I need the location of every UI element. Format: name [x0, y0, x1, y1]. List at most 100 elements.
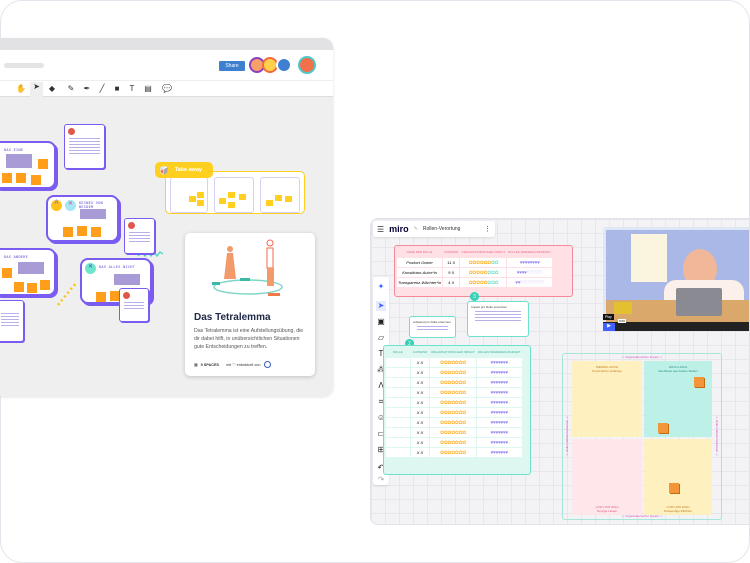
redo-icon[interactable]: ↷ — [377, 475, 385, 484]
sticky-note-icon[interactable]: ▱ — [377, 333, 385, 342]
play-icon[interactable]: ▶ — [603, 323, 615, 331]
sticky-note[interactable] — [2, 173, 12, 183]
table-row: X X✿✿✿✿✿✿✿♥♥♥♥♥♥♥ — [386, 408, 522, 417]
sticky-note[interactable] — [38, 159, 48, 169]
image-placeholder — [114, 274, 140, 285]
comment-note[interactable] — [0, 300, 24, 342]
sticky-note[interactable] — [2, 268, 12, 278]
user-avatar[interactable] — [298, 56, 316, 74]
board-title[interactable]: Rollen-Verortung — [422, 226, 461, 232]
frame-das-eine[interactable]: DAS EINE — [0, 141, 56, 189]
takeaway-header: 🥡 Take away — [155, 162, 213, 178]
sticky-note[interactable] — [14, 282, 24, 292]
eraser-icon[interactable]: ◆ — [48, 84, 56, 93]
frame-icon[interactable]: ⌗ — [378, 397, 384, 406]
sticky-note[interactable] — [27, 283, 37, 293]
instruction-note[interactable]: Aufwand pro Rolle erkennen — [409, 316, 456, 338]
board-header: Share — [0, 50, 333, 80]
undo-icon[interactable]: ↶ — [377, 463, 385, 472]
sticky-note-icon[interactable]: ▤ — [144, 84, 152, 93]
avatar[interactable] — [276, 57, 292, 73]
top-axis-label: <- Organisatorischer Impact -> — [621, 355, 663, 359]
comment-note[interactable] — [124, 218, 155, 254]
heart-rating: ♥♥♥♥♥♥♥ — [476, 368, 522, 377]
impact-flowers: ✿✿✿✿✿✿✿ — [430, 448, 476, 457]
heart-rating: ♥♥♥♥♥♥♥ — [476, 358, 522, 367]
impact-flowers: ✿✿✿✿✿✿✿ — [430, 358, 476, 367]
role-matrix[interactable]: <- Organisatorischer Impact -> <- Organi… — [562, 353, 722, 520]
template-card[interactable]: Das Tetralemma Das Tetralemma ist eine A… — [185, 233, 315, 376]
menu-icon[interactable]: ☰ — [377, 224, 385, 234]
sticky-note[interactable] — [658, 423, 668, 433]
effort-cell: X X — [411, 358, 429, 367]
video-progress-bar[interactable] — [603, 322, 749, 331]
avatar — [123, 292, 130, 299]
impact-flowers: ✿✿✿✿✿✿✿ — [430, 418, 476, 427]
comment-icon[interactable]: 💬 — [162, 84, 172, 93]
comment-note[interactable] — [64, 124, 105, 169]
marker-icon[interactable]: ✒ — [83, 84, 91, 93]
step-badge: 2 — [405, 339, 414, 348]
card-footer: ▦ 9 SPACES mit ♡ entwickelt von — [194, 361, 271, 368]
sticky-note[interactable] — [77, 226, 87, 236]
bottom-axis-label: <- Organisatorischer Impact -> — [621, 514, 663, 518]
sticky-note[interactable] — [40, 280, 50, 290]
frame-das-andere[interactable]: DAS ANDERE — [0, 248, 56, 296]
sticky-note[interactable] — [110, 291, 120, 301]
video-player[interactable]: ▶ Play 0:00 — [603, 227, 749, 331]
left-axis-label: <- Rollen-Wiederholbarkeit -> — [565, 416, 569, 456]
frame-keines-von-beidem[interactable]: A ✕ KEINES VON BEIDEM — [46, 195, 119, 242]
pen-icon[interactable]: Λ — [378, 381, 384, 390]
effort-cell: 9 X — [443, 268, 460, 277]
sticky-note[interactable] — [694, 377, 704, 387]
instruction-note[interactable]: Impact pro Rolle einordnen — [467, 301, 529, 337]
comment-note[interactable] — [119, 288, 149, 322]
text-icon[interactable]: T — [129, 84, 135, 93]
hand-icon[interactable]: ✋ — [16, 84, 26, 93]
window-top-bar — [0, 38, 333, 50]
board-icon: ✎ — [413, 226, 418, 232]
heart-rating: ♥♥♥♥♥♥♥♥ — [507, 258, 552, 267]
card-description: Das Tetralemma ist eine Aufstellungsübun… — [194, 328, 304, 350]
role-name — [386, 378, 410, 387]
sticky-note[interactable] — [669, 483, 679, 493]
crossed-icon: ✕ — [65, 200, 76, 211]
miro-logo: miro — [389, 224, 409, 234]
sticky-note[interactable] — [96, 292, 106, 302]
effort-cell: X X — [411, 368, 429, 377]
select-icon[interactable]: ➤ — [376, 301, 386, 311]
table-row: X X✿✿✿✿✿✿✿♥♥♥♥♥♥♥ — [386, 428, 522, 437]
add-icon[interactable]: ⊞ — [377, 445, 385, 454]
table-row: X X✿✿✿✿✿✿✿♥♥♥♥♥♥♥ — [386, 388, 522, 397]
more-options-icon[interactable]: ⋮ — [484, 226, 491, 233]
share-button[interactable]: Share — [219, 61, 245, 71]
emoji-icon[interactable]: ☺ — [376, 413, 386, 422]
takeaway-column — [214, 177, 254, 213]
effort-cell: 4 X — [443, 278, 460, 287]
sticky-note[interactable] — [31, 175, 41, 185]
sticky-note[interactable] — [63, 227, 73, 237]
globe-logo-icon — [263, 361, 271, 368]
pen-icon[interactable]: ✎ — [67, 84, 75, 93]
image-placeholder — [80, 209, 106, 219]
takeaway-frame[interactable] — [165, 171, 305, 214]
miro-header: ☰ miro ✎ Rollen-Verortung ⋮ — [373, 221, 495, 237]
present-icon[interactable]: ▭ — [377, 429, 385, 438]
heart-rating: ♥♥♡♡♡♡♡♡ — [507, 278, 552, 287]
text-icon[interactable]: T — [378, 349, 384, 358]
magic-icon[interactable]: ✦ — [377, 282, 385, 291]
sticky-note[interactable] — [91, 227, 101, 237]
heart-rating: ♥♥♥♥♥♥♥ — [476, 418, 522, 427]
sticky-note[interactable] — [16, 173, 26, 183]
role-table-top: NAME DER ROLLE AUFWAND ORGANISATORISCHER… — [394, 245, 573, 297]
cursor-icon[interactable]: ➤ — [30, 82, 43, 97]
line-icon[interactable]: ╱ — [99, 84, 105, 93]
shapes-icon[interactable]: ⁂ — [377, 365, 385, 374]
table-row: X X✿✿✿✿✿✿✿♥♥♥♥♥♥♥ — [386, 398, 522, 407]
heart-rating: ♥♥♥♥♥♥♥ — [476, 378, 522, 387]
templates-icon[interactable]: ▣ — [377, 317, 385, 326]
role-name — [386, 388, 410, 397]
shapes-icon[interactable]: ■ — [114, 84, 120, 93]
board-title-placeholder — [4, 63, 44, 68]
